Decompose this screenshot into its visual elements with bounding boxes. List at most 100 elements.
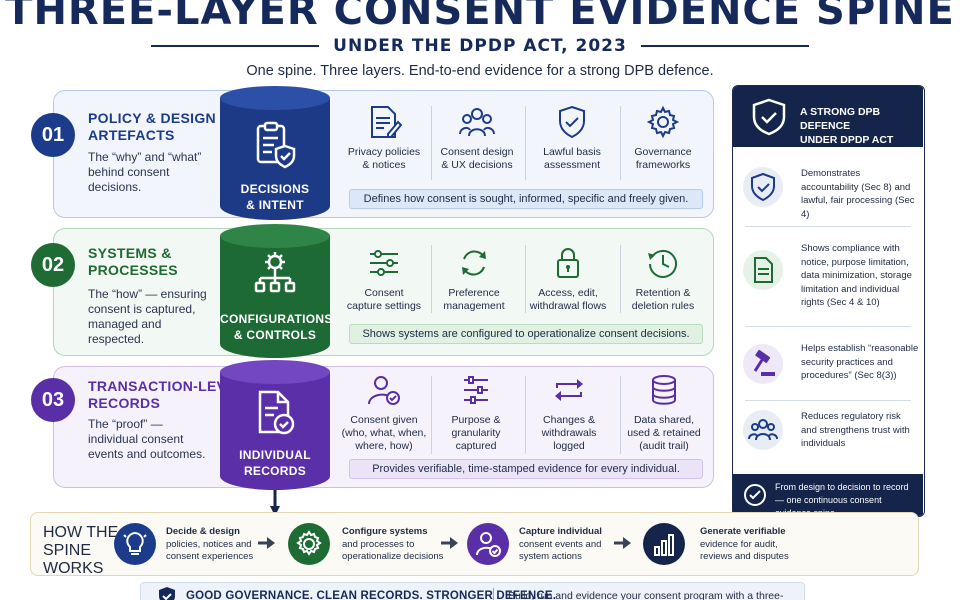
item-label-line-2: withdrawals bbox=[541, 427, 597, 439]
page-title: THREE-LAYER CONSENT EVIDENCE SPINE bbox=[5, 0, 955, 34]
item-divider bbox=[620, 245, 621, 313]
panel-item-text: Shows compliance with notice, purpose li… bbox=[801, 243, 912, 308]
refresh-cycle-icon bbox=[462, 250, 486, 276]
item-label-line-1: Consent given bbox=[350, 414, 418, 426]
subtitle-rule-left bbox=[151, 45, 320, 47]
layer-1-note: Defines how consent is sought, informed,… bbox=[349, 189, 703, 209]
step-title: Configure systems bbox=[342, 526, 428, 537]
panel-item-text: Demonstrates accountability (Sec 8) and … bbox=[801, 168, 915, 220]
panel-icon-circle bbox=[743, 410, 783, 450]
item-label-line-3: where, how) bbox=[355, 440, 413, 452]
arrow-right-icon bbox=[614, 537, 631, 549]
layer-3-heading-line-1: TRANSACTION-LEVEL bbox=[88, 378, 245, 394]
shield-check-icon bbox=[752, 98, 786, 136]
cylinder-top bbox=[220, 360, 330, 384]
bar-chart-icon bbox=[654, 534, 674, 556]
item-label-line-1: Consent design bbox=[440, 146, 514, 158]
item-label-line-2: withdrawal flows bbox=[529, 300, 607, 312]
panel-title-line-1: A STRONG DPB DEFENCE bbox=[800, 106, 881, 132]
layer-1-heading-line-1: POLICY & DESIGN bbox=[88, 110, 216, 126]
tagline: One spine. Three layers. End-to-end evid… bbox=[246, 63, 714, 79]
item-divider bbox=[431, 106, 432, 180]
cylinder-label-line-1: DECISIONS bbox=[240, 182, 310, 196]
item-label-line-2: & UX decisions bbox=[441, 159, 513, 171]
item-label-line-1: Data shared, bbox=[633, 414, 695, 426]
bottom-banner: GOOD GOVERNANCE. CLEAN RECORDS. STRONGER… bbox=[140, 582, 805, 600]
step-line-2: operationalize decisions bbox=[342, 551, 444, 562]
clipboard-shield-icon bbox=[256, 121, 296, 169]
item-divider bbox=[620, 376, 621, 454]
user-check-icon bbox=[368, 376, 400, 405]
spine-cylinder-decisions: DECISIONS & INTENT bbox=[220, 86, 330, 220]
layer-2-description: The “how” — ensuring consent is captured… bbox=[88, 287, 207, 346]
arrow-right-icon bbox=[441, 537, 458, 549]
step-line-2: consent experiences bbox=[166, 551, 254, 562]
how-it-works-title: HOW THE SPINE WORKS bbox=[43, 524, 118, 578]
item-label-line-3: logged bbox=[553, 440, 585, 452]
step-line-2: reviews and disputes bbox=[700, 551, 789, 562]
layer-3-description: The “proof” — individual consent events … bbox=[88, 417, 206, 461]
exchange-arrows-icon bbox=[555, 379, 583, 401]
item-label-line-1: Privacy policies bbox=[347, 146, 421, 158]
banner-divider bbox=[493, 588, 494, 600]
page-subtitle: UNDER THE DPDP ACT, 2023 bbox=[333, 36, 627, 56]
how-title-line-2: SPINE bbox=[43, 542, 92, 559]
sliders-icon bbox=[370, 250, 398, 276]
step-title: Generate verifiable bbox=[700, 526, 786, 537]
panel-icon-circle bbox=[743, 167, 783, 207]
layer-3-number: 03 bbox=[31, 378, 75, 422]
step-line-1: consent events and bbox=[519, 538, 602, 550]
layer-3-heading-line-2: RECORDS bbox=[88, 395, 161, 411]
item-label-line-3: (audit trail) bbox=[639, 440, 689, 452]
cylinder-label-line-1: INDIVIDUAL bbox=[239, 448, 311, 462]
layer-3-note: Provides verifiable, time-stamped eviden… bbox=[349, 459, 703, 479]
item-divider bbox=[525, 106, 526, 180]
item-label-line-1: Purpose & bbox=[451, 414, 501, 426]
panel-divider bbox=[745, 326, 911, 327]
shield-check-icon bbox=[751, 172, 775, 202]
filter-sliders-icon bbox=[464, 376, 488, 404]
layer-2-heading-line-2: PROCESSES bbox=[88, 262, 178, 278]
step-line-1: and processes to bbox=[342, 538, 415, 550]
item-label-line-1: Changes & bbox=[543, 414, 595, 426]
database-icon bbox=[652, 375, 676, 405]
item-label-line-2: management bbox=[443, 300, 505, 312]
item-divider bbox=[431, 245, 432, 313]
layer-3-item-consent-given: Consent given(who, what, when,where, how… bbox=[338, 372, 430, 453]
cylinder-top bbox=[220, 86, 330, 110]
item-divider bbox=[620, 106, 621, 180]
layer-2-heading-line-1: SYSTEMS & bbox=[88, 245, 172, 261]
subtitle-row: UNDER THE DPDP ACT, 2023 bbox=[0, 36, 960, 56]
shield-check-icon bbox=[559, 105, 585, 139]
item-label-line-2: (who, what, when, bbox=[341, 427, 427, 439]
item-label-line-1: Preference bbox=[448, 287, 500, 299]
arrow-right-icon bbox=[258, 537, 275, 549]
layer-2-item-retention: Retention &deletion rules bbox=[617, 245, 709, 313]
step-2-text: Configure systems and processes to opera… bbox=[342, 526, 443, 564]
policy-document-icon bbox=[371, 106, 402, 138]
user-check-icon bbox=[476, 532, 501, 557]
layer-1-description: The “why” and “what” behind consent deci… bbox=[88, 150, 202, 194]
item-label-line-2: & notices bbox=[362, 159, 406, 171]
item-label-line-2: capture settings bbox=[346, 300, 422, 312]
cylinder-top bbox=[220, 224, 330, 248]
step-3-text: Capture individual consent events and sy… bbox=[519, 526, 602, 564]
step-line-1: evidence for audit, bbox=[700, 538, 778, 550]
panel-item-text: Helps establish “reasonable security pra… bbox=[801, 343, 919, 381]
how-title-line-3: WORKS bbox=[43, 560, 104, 577]
document-icon bbox=[754, 257, 773, 283]
panel-footer: From design to decision to record — one … bbox=[733, 474, 923, 516]
clock-history-icon bbox=[648, 249, 677, 278]
subtitle-rule-right bbox=[640, 45, 809, 47]
item-label-line-2: deletion rules bbox=[631, 300, 695, 312]
layer-1-item-consent-design: Consent design& UX decisions bbox=[431, 104, 523, 172]
panel-title: A STRONG DPB DEFENCE UNDER DPDP ACT bbox=[800, 105, 920, 147]
layer-2-number: 02 bbox=[31, 243, 75, 287]
item-divider bbox=[431, 376, 432, 454]
spine-cylinder-individual-records: INDIVIDUAL RECORDS bbox=[220, 360, 330, 490]
how-title-line-1: HOW THE bbox=[43, 524, 119, 541]
